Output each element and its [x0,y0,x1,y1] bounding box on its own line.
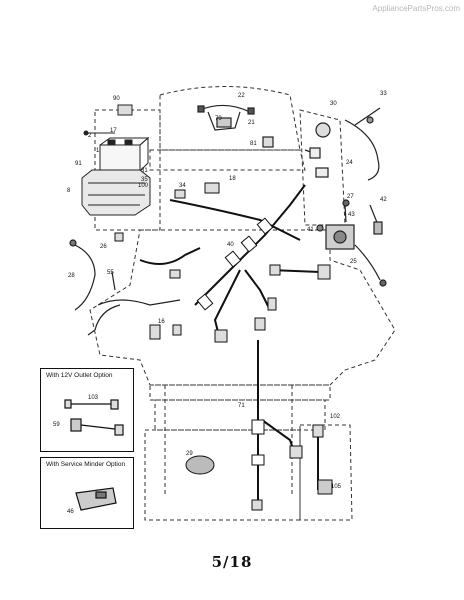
callout-label: 91 [75,161,82,167]
callout-label: 55 [107,270,114,276]
callout-label: 26 [100,244,107,250]
lower-connectors [185,419,333,511]
callout-label: 41 [307,227,314,233]
callout-label: 24 [346,160,353,166]
callout-label: 2 [88,133,92,139]
callout-label: 18 [229,176,236,182]
callout-label: 71 [238,403,245,409]
callout-label: 79 [215,116,222,122]
callout-label: 81 [250,141,257,147]
callout-labels: 90 22 30 33 2 17 79 21 1 81 91 24 31 18 … [67,91,387,490]
callout-label: 90 [113,96,120,102]
callout-label: 22 [238,93,245,99]
outlet-wiring-drawing: 103 59 [53,395,124,436]
callout-label: 17 [110,128,117,134]
callout-label: 1 [96,148,100,154]
watermark-text: AppliancePartsPros.com [372,4,460,13]
callout-label: 43 [348,212,355,218]
chassis-outline [89,86,396,521]
callout-label: 28 [68,273,75,279]
solenoid [316,199,387,287]
left-wires [69,239,181,336]
callout-label: 8 [67,188,71,194]
inset-12v-outlet: With 12V Outlet Option 103 59 [40,368,134,452]
callout-label: 100 [138,183,149,189]
harness-connectors [114,182,331,343]
callout-label: 33 [380,91,387,97]
service-minder-drawing: 46 [67,487,117,515]
callout-label: 105 [331,484,342,490]
callout-label: 34 [179,183,186,189]
callout-label: 42 [380,197,387,203]
callout-label: 40 [227,242,234,248]
lower-harness [257,340,319,500]
callout-label: 16 [158,319,165,325]
page-number: 5/18 [211,553,253,571]
callout-label: 29 [186,451,193,457]
callout-label: 27 [347,194,354,200]
callout-label: 21 [248,120,255,126]
callout-label: 25 [350,259,357,265]
callout-label: 46 [67,509,74,515]
callout-label: 103 [88,395,99,401]
inset-title: With Service Minder Option [46,461,126,468]
callout-label: 35 [141,177,148,183]
callout-label: 59 [53,422,60,428]
callout-label: 30 [330,101,337,107]
callout-label: 102 [330,414,341,420]
battery-assembly [81,104,151,216]
inset-service-minder: With Service Minder Option 46 [40,457,134,529]
callout-label: 31 [141,168,148,174]
right-components [304,107,381,181]
inset-title: With 12V Outlet Option [46,372,113,379]
top-harness [197,104,274,148]
